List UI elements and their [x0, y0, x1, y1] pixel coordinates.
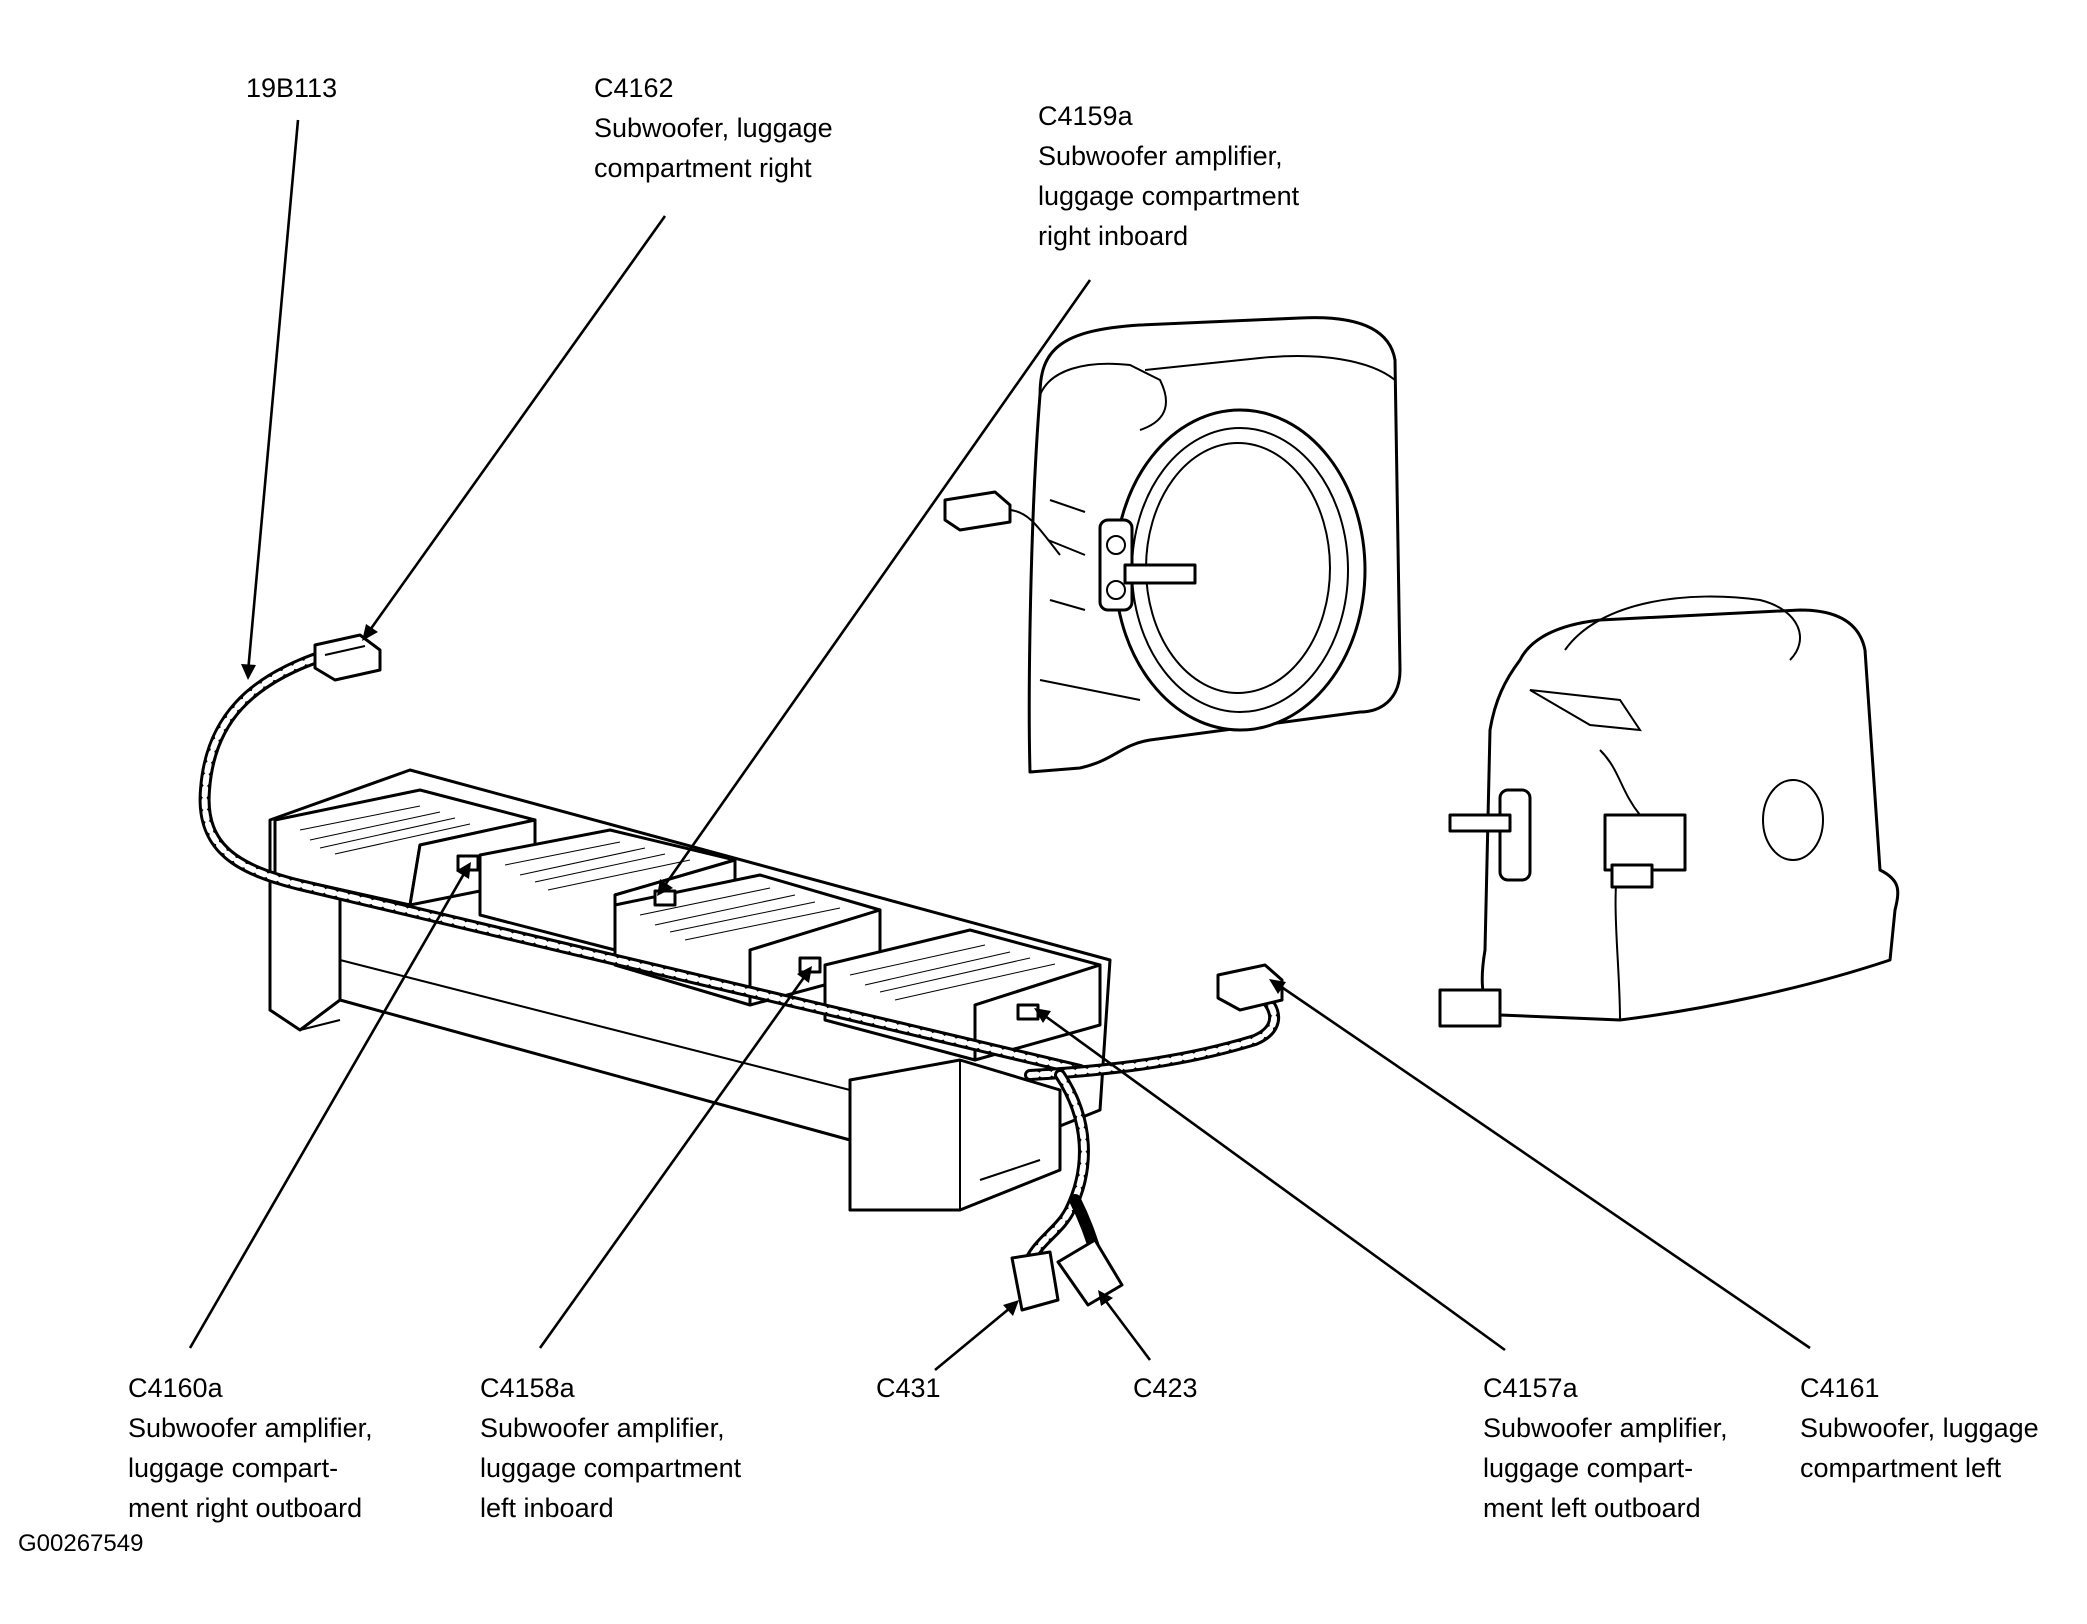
- subwoofer-right-bracket: [1098, 518, 1197, 612]
- connector-c431-plug: [1010, 1250, 1060, 1312]
- subwoofer-right-enclosure: [1027, 316, 1402, 774]
- leader-c4160a: [188, 862, 471, 1349]
- label-c4160a: C4160a Subwoofer amplifier, luggage comp…: [128, 1368, 373, 1528]
- label-c4160a-desc: Subwoofer amplifier, luggage compart- me…: [128, 1413, 373, 1523]
- connector-c4162-plug: [313, 633, 382, 682]
- leader-c4162: [362, 215, 667, 641]
- label-c4157a-desc: Subwoofer amplifier, luggage compart- me…: [1483, 1413, 1728, 1523]
- label-c4158a: C4158a Subwoofer amplifier, luggage comp…: [480, 1368, 741, 1528]
- connector-c4157a-icon: [1016, 1003, 1040, 1021]
- label-c4159a-desc: Subwoofer amplifier, luggage compartment…: [1038, 141, 1300, 251]
- subwoofer-left-connector: [1599, 749, 1687, 889]
- label-c431: C431: [876, 1368, 941, 1408]
- leader-c431: [934, 1300, 1019, 1372]
- label-c423-code: C423: [1133, 1373, 1198, 1403]
- connector-c4161-plug: [1216, 963, 1284, 1012]
- label-c4157a: C4157a Subwoofer amplifier, luggage comp…: [1483, 1368, 1728, 1528]
- label-c4157a-code: C4157a: [1483, 1373, 1578, 1403]
- label-c4162: C4162 Subwoofer, luggage compartment rig…: [594, 68, 833, 188]
- leader-c4157a: [1034, 1008, 1506, 1352]
- label-c4159a: C4159a Subwoofer amplifier, luggage comp…: [1038, 96, 1299, 256]
- label-c4161: C4161 Subwoofer, luggage compartment lef…: [1800, 1368, 2039, 1488]
- label-c4158a-desc: Subwoofer amplifier, luggage compartment…: [480, 1413, 742, 1523]
- leader-c4161: [1269, 979, 1811, 1350]
- subwoofer-left-bracket: [1438, 788, 1532, 1028]
- leader-c423: [1098, 1290, 1152, 1361]
- label-c4161-code: C4161: [1800, 1373, 1880, 1403]
- label-c4162-code: C4162: [594, 73, 674, 103]
- label-c423: C423: [1133, 1368, 1198, 1408]
- subwoofer-right-connector: [943, 490, 1061, 556]
- label-c4160a-code: C4160a: [128, 1373, 223, 1403]
- figure-id: G00267549: [18, 1530, 144, 1557]
- wiring-harness: [198, 649, 1281, 1266]
- subwoofer-left-enclosure: [1480, 595, 1900, 1022]
- label-c4162-desc: Subwoofer, luggage compartment right: [594, 113, 833, 183]
- connector-c423-plug: [1056, 1238, 1124, 1307]
- label-19b113: 19B113: [246, 68, 337, 108]
- label-c4161-desc: Subwoofer, luggage compartment left: [1800, 1413, 2039, 1483]
- leader-c4158a: [538, 966, 812, 1349]
- leader-19b113: [241, 119, 300, 680]
- label-19b113-code: 19B113: [246, 73, 338, 103]
- leader-c4159a: [657, 279, 1092, 896]
- label-c4158a-code: C4158a: [480, 1373, 575, 1403]
- label-c431-code: C431: [876, 1373, 941, 1403]
- label-c4159a-code: C4159a: [1038, 101, 1133, 131]
